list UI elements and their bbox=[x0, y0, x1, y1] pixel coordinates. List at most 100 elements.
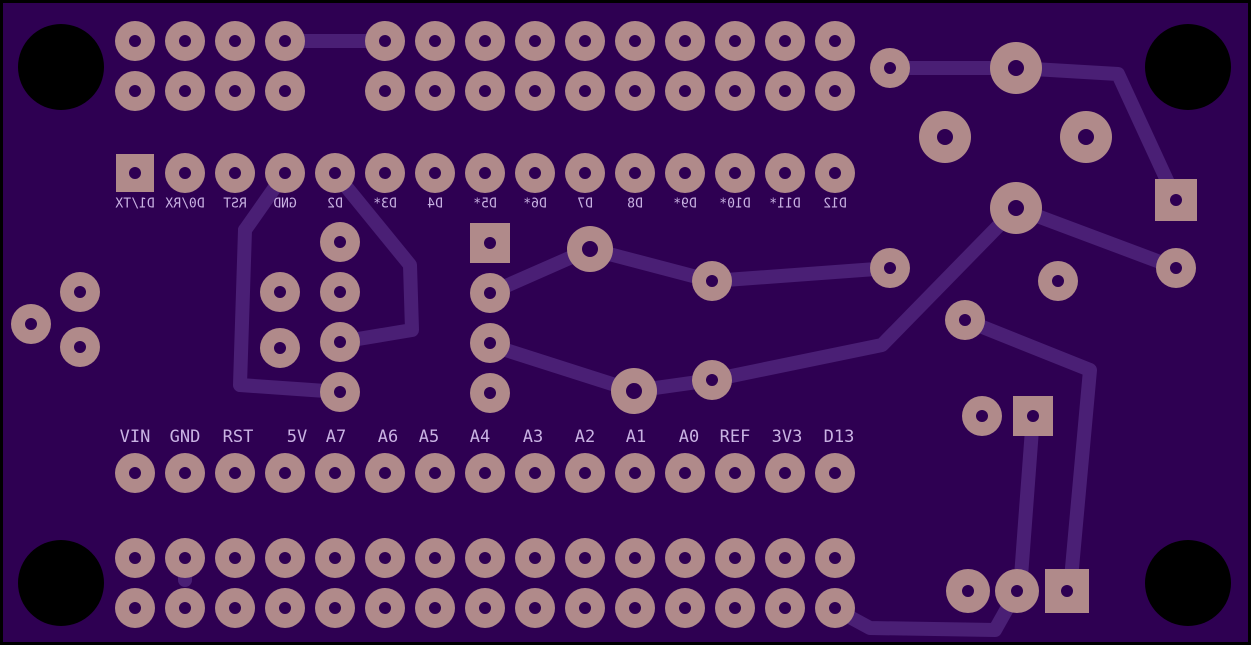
copper-trace bbox=[483, 201, 1183, 398]
pad-drill bbox=[334, 236, 346, 248]
pad-drill bbox=[729, 602, 741, 614]
silkscreen-label-top: D4 bbox=[427, 197, 443, 212]
silkscreen-label-bottom: A6 bbox=[378, 427, 398, 447]
silkscreen-label-top: D10* bbox=[719, 197, 750, 212]
pad-drill bbox=[579, 35, 591, 47]
pad-drill bbox=[729, 35, 741, 47]
silkscreen-label-top: D2 bbox=[327, 197, 343, 212]
pad-drill bbox=[1061, 585, 1073, 597]
pad-drill bbox=[706, 275, 718, 287]
pad-drill bbox=[629, 602, 641, 614]
silkscreen-label-bottom: A7 bbox=[326, 427, 346, 447]
pad-drill bbox=[679, 467, 691, 479]
copper-trace bbox=[958, 313, 1097, 597]
pad-drill bbox=[429, 467, 441, 479]
pad-drill bbox=[1027, 410, 1039, 422]
pad-drill bbox=[579, 602, 591, 614]
pad-drill bbox=[479, 35, 491, 47]
copper-trace bbox=[328, 166, 419, 349]
pad-drill bbox=[429, 35, 441, 47]
pad-drill bbox=[1008, 200, 1024, 216]
pad-drill bbox=[729, 467, 741, 479]
pad-drill bbox=[379, 167, 391, 179]
pad-drill bbox=[679, 167, 691, 179]
through-hole-pads bbox=[11, 21, 1197, 628]
silkscreen-label-top: GND bbox=[273, 197, 297, 212]
pad-drill bbox=[829, 35, 841, 47]
pad-drill bbox=[484, 387, 496, 399]
silkscreen-label-bottom: 5V bbox=[287, 427, 307, 447]
pad-drill bbox=[626, 383, 642, 399]
pad-drill bbox=[629, 85, 641, 97]
pad-drill bbox=[329, 602, 341, 614]
pad-drill bbox=[429, 552, 441, 564]
mounting-hole bbox=[1145, 24, 1231, 110]
copper-trace bbox=[883, 61, 1183, 207]
pad-drill bbox=[679, 552, 691, 564]
pad-drill bbox=[479, 552, 491, 564]
pad-drill bbox=[779, 167, 791, 179]
pad-drill bbox=[629, 467, 641, 479]
silkscreen-label-top: D6* bbox=[523, 197, 546, 212]
board-substrate bbox=[3, 3, 1248, 642]
pad-drill bbox=[1170, 262, 1182, 274]
silkscreen-label-bottom: A0 bbox=[679, 427, 699, 447]
pad-drill bbox=[529, 35, 541, 47]
pad-drill bbox=[129, 167, 141, 179]
pad-drill bbox=[329, 552, 341, 564]
silkscreen-label-bottom: D13 bbox=[824, 427, 855, 447]
pad-drill bbox=[179, 467, 191, 479]
silkscreen-label-bottom: A2 bbox=[575, 427, 595, 447]
pad-drill bbox=[279, 552, 291, 564]
pad-drill bbox=[1052, 275, 1064, 287]
pad-drill bbox=[479, 602, 491, 614]
pad-drill bbox=[679, 602, 691, 614]
mounting-hole bbox=[18, 540, 104, 626]
silkscreen-label-top: D7 bbox=[577, 197, 593, 212]
pad-drill bbox=[484, 237, 496, 249]
pad-drill bbox=[884, 262, 896, 274]
pad-drill bbox=[529, 602, 541, 614]
pad-drill bbox=[229, 602, 241, 614]
pad-drill bbox=[959, 314, 971, 326]
pad-drill bbox=[279, 85, 291, 97]
pad-drill bbox=[479, 85, 491, 97]
pad-drill bbox=[429, 85, 441, 97]
pad-drill bbox=[1078, 129, 1094, 145]
pad-drill bbox=[129, 467, 141, 479]
pad-drill bbox=[582, 241, 598, 257]
silkscreen-label-bottom: A5 bbox=[419, 427, 439, 447]
silkscreen-label-top: D1/TX bbox=[115, 197, 154, 212]
pad-drill bbox=[679, 35, 691, 47]
pad-drill bbox=[529, 552, 541, 564]
silkscreen-label-bottom: REF bbox=[720, 427, 751, 447]
pad-drill bbox=[329, 467, 341, 479]
pad-drill bbox=[429, 602, 441, 614]
copper-traces bbox=[178, 34, 1183, 637]
pad-drill bbox=[679, 85, 691, 97]
pad-drill bbox=[179, 552, 191, 564]
pad-drill bbox=[579, 85, 591, 97]
pad-drill bbox=[1008, 60, 1024, 76]
pad-drill bbox=[779, 602, 791, 614]
silkscreen-label-top: D11* bbox=[769, 197, 800, 212]
pad-drill bbox=[779, 35, 791, 47]
pad-drill bbox=[829, 602, 841, 614]
copper-trace bbox=[233, 223, 347, 399]
pad-drill bbox=[976, 410, 988, 422]
pad-drill bbox=[279, 467, 291, 479]
pad-drill bbox=[706, 374, 718, 386]
silkscreen-label-top: D3* bbox=[373, 197, 396, 212]
mounting-hole bbox=[1145, 540, 1231, 626]
pad-drill bbox=[729, 167, 741, 179]
pad-drill bbox=[579, 467, 591, 479]
pad-drill bbox=[129, 35, 141, 47]
pad-drill bbox=[179, 167, 191, 179]
pad-drill bbox=[279, 602, 291, 614]
silkscreen-label-top: D8 bbox=[627, 197, 643, 212]
pad-drill bbox=[229, 552, 241, 564]
pad-drill bbox=[484, 337, 496, 349]
pad-drill bbox=[729, 552, 741, 564]
silkscreen-label-bottom: GND bbox=[170, 427, 201, 447]
pad-drill bbox=[229, 167, 241, 179]
